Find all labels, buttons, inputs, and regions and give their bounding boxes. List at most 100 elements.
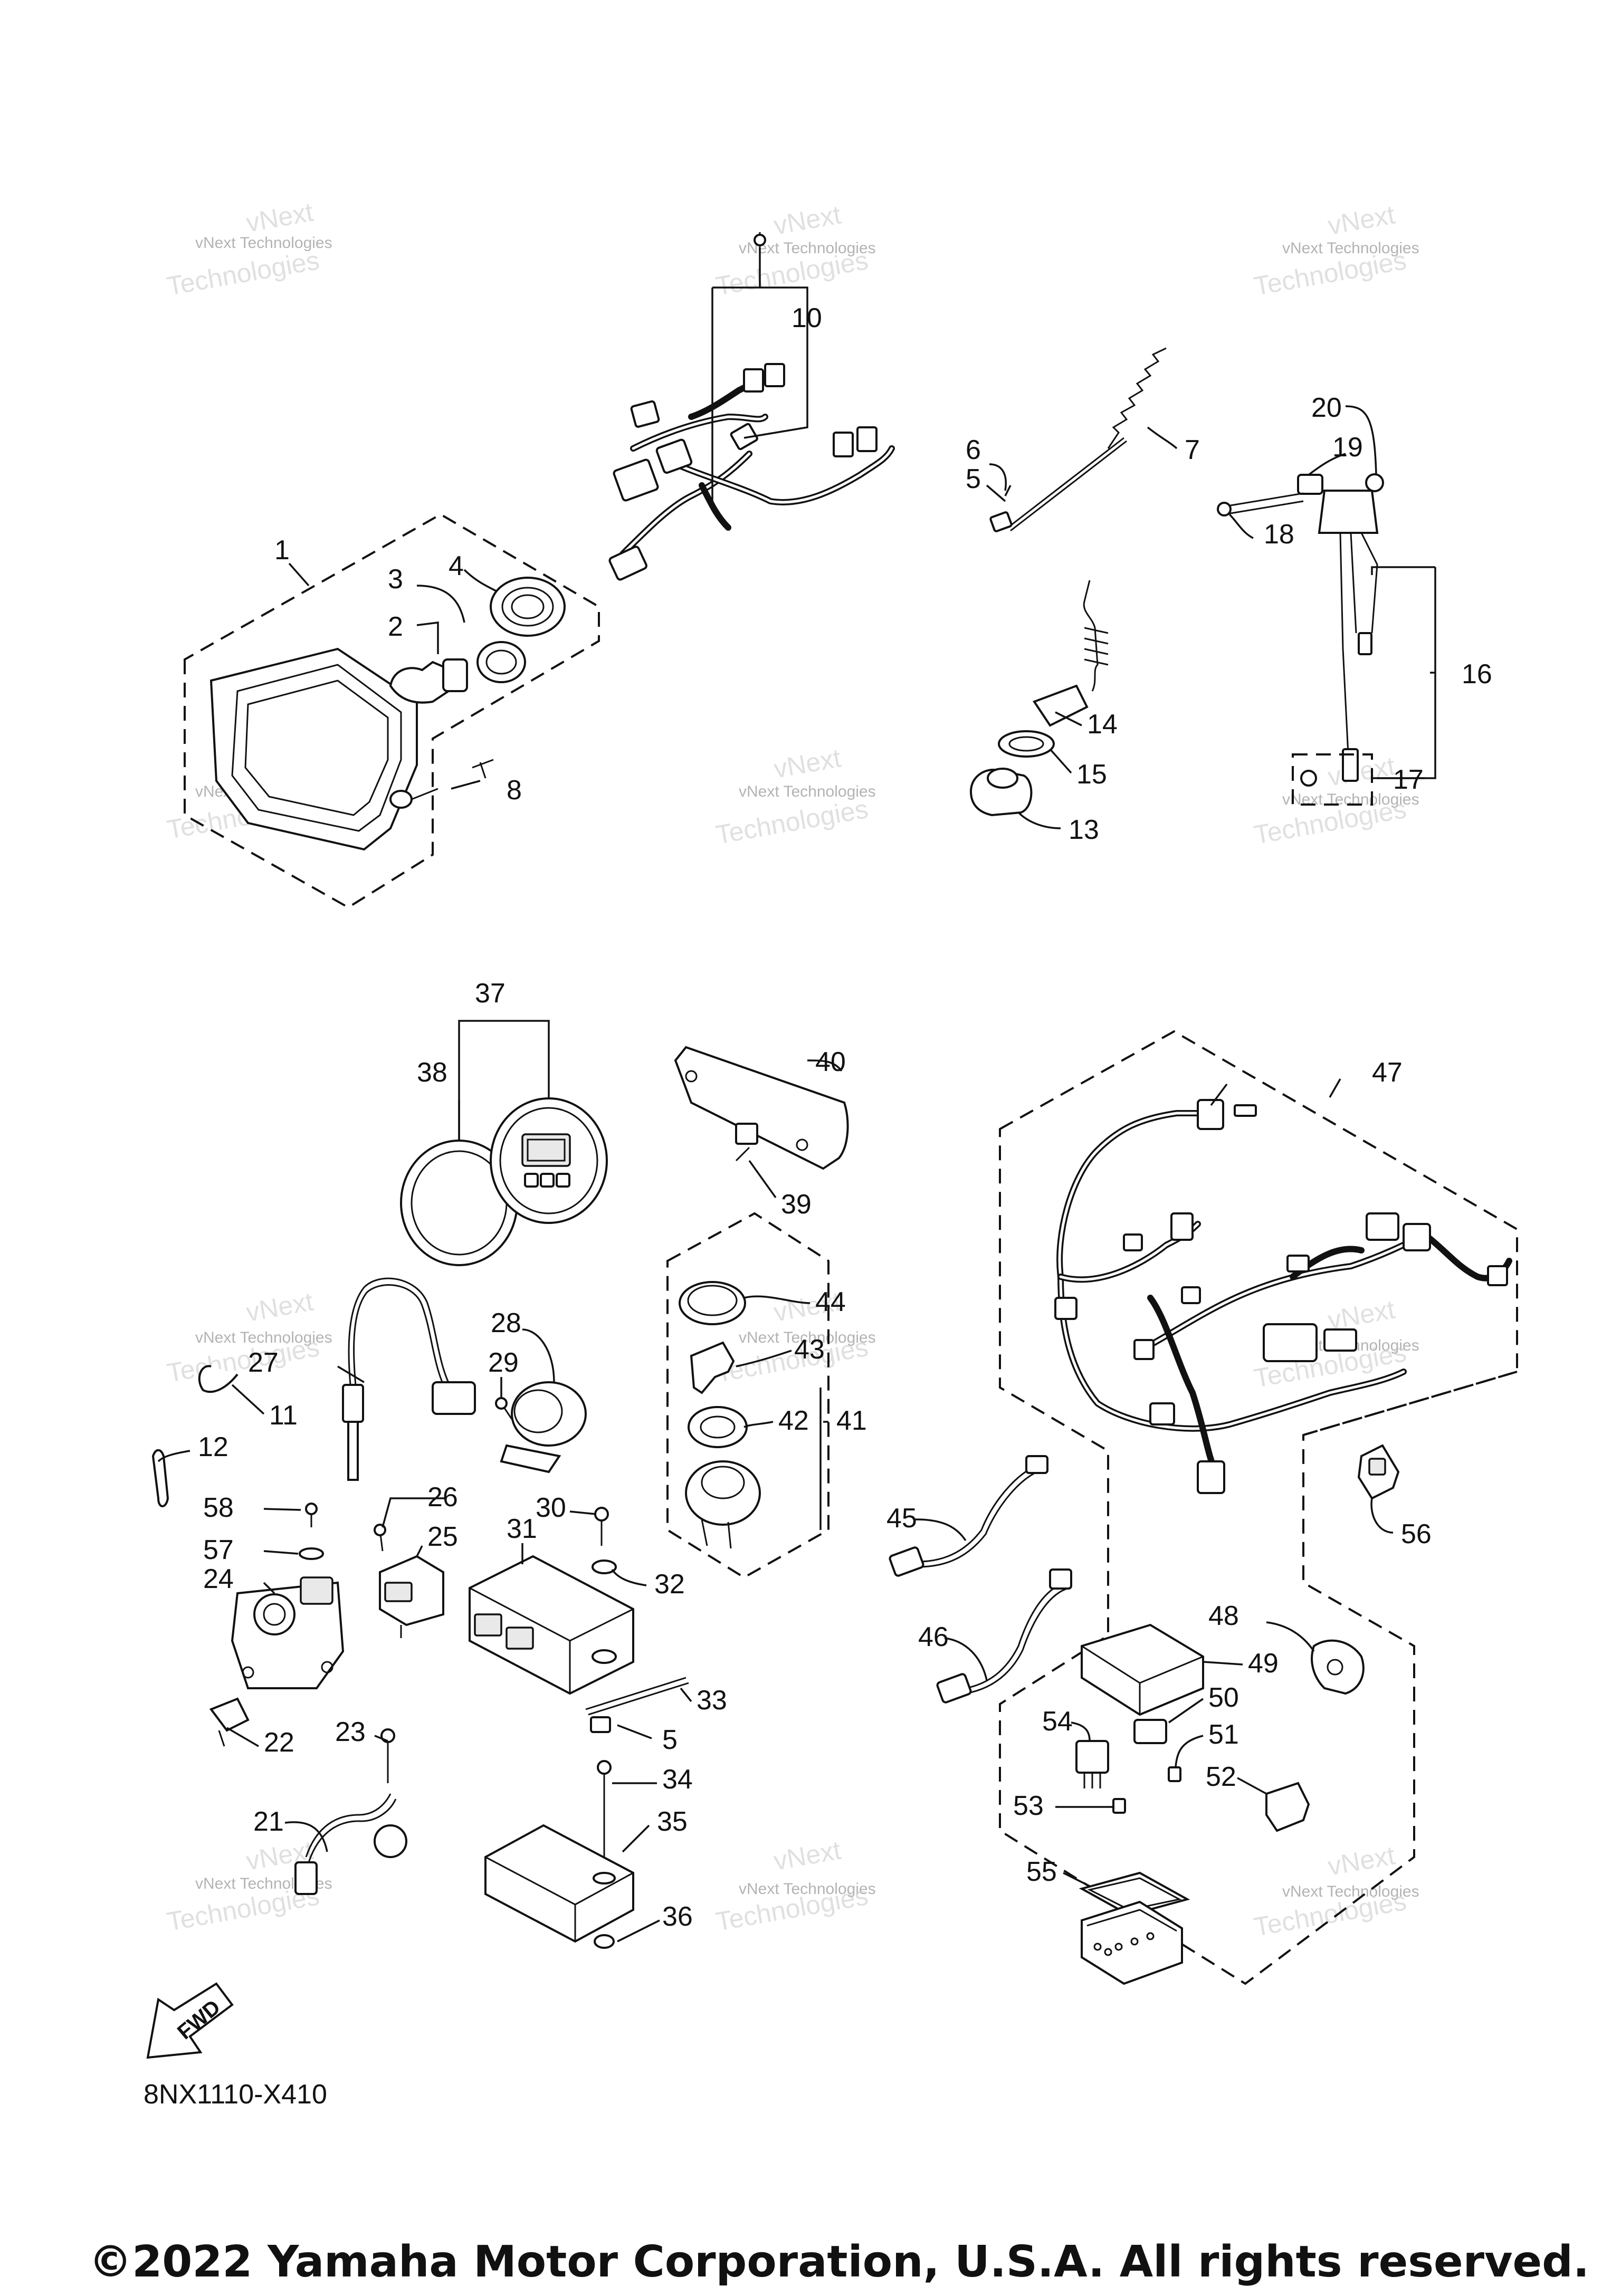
key (690, 1341, 735, 1394)
callout-44: 44 (815, 1287, 846, 1317)
cable-holder (989, 511, 1013, 532)
panel (674, 1046, 849, 1170)
callout-25: 25 (427, 1522, 458, 1552)
callout-39: 39 (781, 1189, 812, 1220)
callout-42: 42 (778, 1405, 809, 1436)
connector (630, 400, 660, 428)
main-switch-group-outline (666, 1212, 829, 1579)
callout-24: 24 (203, 1564, 234, 1594)
unit-case (484, 1824, 634, 1943)
callout-54: 54 (1042, 1706, 1073, 1737)
grommet (592, 1649, 617, 1664)
callout-43: 43 (794, 1334, 825, 1365)
callout-21: 21 (253, 1806, 284, 1837)
connector (1323, 1328, 1357, 1352)
callout-3: 3 (388, 564, 403, 595)
callout-45: 45 (886, 1503, 917, 1534)
connector (833, 432, 854, 457)
connector (655, 438, 693, 474)
bolt (1224, 492, 1304, 515)
lead-connector (1025, 1455, 1048, 1474)
collar (592, 1560, 617, 1574)
headlight-assembly (209, 577, 566, 851)
headlight-housing (209, 647, 418, 851)
svg-text:vNext Technologies: vNext Technologies (195, 1329, 332, 1346)
callout-19: 19 (1332, 432, 1363, 463)
callout-14: 14 (1087, 709, 1118, 740)
main-wire-harness (1054, 1099, 1512, 1494)
sensor-connector (294, 1861, 318, 1895)
connector (1197, 1460, 1225, 1494)
svg-text:vNext: vNext (1326, 199, 1397, 240)
connector (1403, 1223, 1431, 1251)
group-outlines (184, 513, 1518, 1985)
wire-harness-group-outline (999, 1030, 1518, 1985)
nut (594, 1934, 615, 1949)
band (585, 1677, 689, 1716)
callout-29: 29 (488, 1347, 519, 1378)
rocker-switch (1357, 1444, 1400, 1500)
callout-labels: 1 2 3 4 5 5 6 7 8 10 11 12 13 14 15 16 1… (198, 303, 1492, 1932)
svg-text:vNext: vNext (1326, 751, 1397, 791)
callout-34: 34 (662, 1764, 693, 1795)
callout-33: 33 (697, 1685, 727, 1716)
connector (608, 546, 647, 581)
sub-wire-harness (608, 232, 895, 581)
svg-text:vNext Technologies: vNext Technologies (739, 783, 876, 800)
svg-text:vNext Technologies: vNext Technologies (1282, 240, 1419, 257)
relay-small (1133, 1719, 1167, 1744)
lower-sensors (209, 1697, 407, 1895)
bulb-cover (490, 577, 566, 637)
collar (593, 1872, 616, 1884)
o-ring (998, 730, 1055, 758)
callout-31: 31 (507, 1514, 537, 1544)
callout-37: 37 (475, 978, 506, 1009)
callout-2: 2 (388, 611, 403, 642)
callout-58: 58 (203, 1493, 234, 1523)
connector (1181, 1286, 1201, 1304)
sensor-22 (209, 1697, 250, 1732)
relay-box-cover (1081, 1623, 1204, 1716)
nut (1365, 473, 1384, 492)
ecu (469, 1507, 689, 1733)
callout-48: 48 (1208, 1601, 1239, 1631)
callout-4: 4 (449, 551, 464, 581)
meter-panel-bracket (674, 1046, 849, 1170)
sensor-lead (151, 1277, 476, 1507)
connector (856, 426, 878, 452)
sensor-detail-box (1292, 753, 1373, 806)
top-right-parts (969, 347, 1384, 817)
bulb-holder (476, 641, 526, 683)
switch-cap (679, 1281, 746, 1325)
connector (730, 423, 758, 451)
bulb (389, 661, 453, 704)
fuse (1168, 1766, 1181, 1782)
lead-connector (1049, 1568, 1072, 1590)
svg-text:vNext: vNext (244, 1286, 316, 1327)
callout-20: 20 (1311, 393, 1342, 423)
sub-leads (889, 1455, 1072, 1704)
relay-group-inner-outline (1303, 1371, 1518, 1436)
switch-body (685, 1460, 761, 1526)
callout-32: 32 (654, 1569, 685, 1600)
callout-18: 18 (1264, 519, 1294, 550)
svg-text:vNext: vNext (771, 1835, 843, 1876)
svg-text:Technologies: Technologies (713, 794, 870, 850)
fuse-box-cover (1079, 1871, 1190, 1917)
callout-40: 40 (815, 1047, 846, 1077)
callout-28: 28 (491, 1308, 521, 1338)
connector (764, 363, 785, 387)
coupler (1311, 1639, 1365, 1695)
callout-35: 35 (657, 1806, 688, 1837)
relay (1075, 1740, 1109, 1774)
buzzer (495, 1381, 587, 1474)
screw (472, 759, 494, 779)
copyright-notice: ©2022 Yamaha Motor Corporation, U.S.A. A… (89, 2237, 1589, 2287)
callout-23: 23 (335, 1717, 366, 1747)
callout-27: 27 (248, 1347, 279, 1378)
